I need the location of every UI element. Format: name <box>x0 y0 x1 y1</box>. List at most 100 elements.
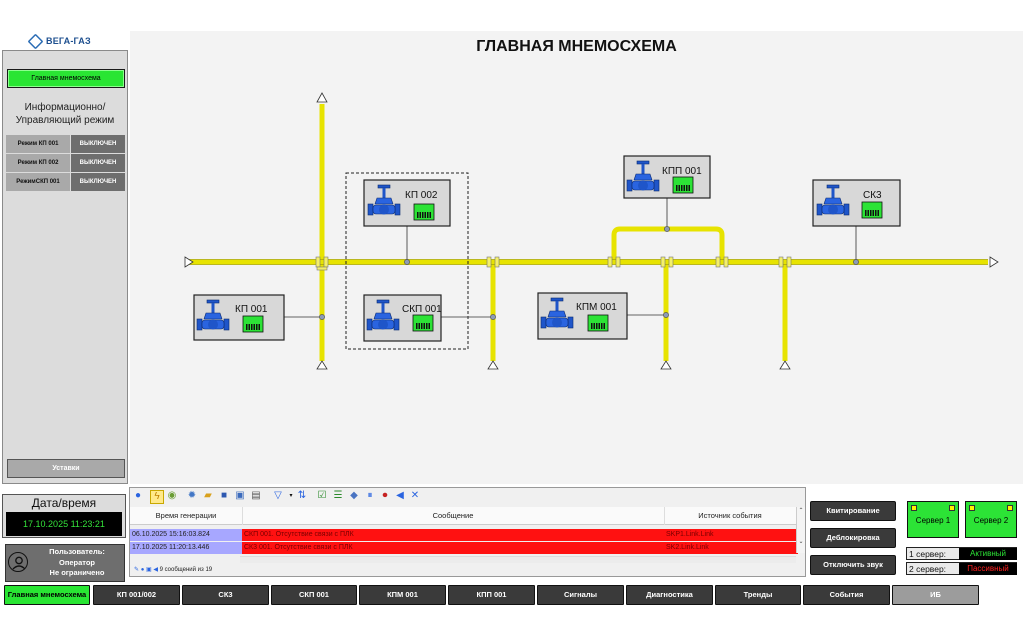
node-label-kp001: КП 001 <box>235 304 268 315</box>
lightning-icon[interactable]: ϟ <box>150 490 164 504</box>
mute-sound-icon[interactable]: ✕ <box>410 490 420 501</box>
user-role: Оператор <box>58 557 96 567</box>
sort-icon[interactable]: ⇅ <box>297 490 307 501</box>
nav-signals[interactable]: Сигналы <box>537 585 624 605</box>
event-time: 06.10.2025 15:16:03.824 <box>130 529 244 541</box>
nav-skp001[interactable]: СКП 001 <box>271 585 357 605</box>
user-info: Пользователь: Оператор Не ограничено <box>30 547 124 579</box>
nav-main-scheme[interactable]: Главная мнемосхема <box>4 585 90 605</box>
user-limit: Не ограничено <box>49 568 105 577</box>
record-icon[interactable]: ⏺ <box>382 490 388 501</box>
filter-icon[interactable]: ▽ <box>274 490 282 501</box>
gear-icon[interactable]: ✹ <box>187 490 197 501</box>
scroll-down-icon[interactable]: ⌄ <box>798 539 804 545</box>
user-icon <box>8 552 28 572</box>
datetime-value: 17.10.2025 11:23:21 <box>6 512 122 536</box>
company-logo: ВЕГА-ГАЗ <box>27 33 98 50</box>
nav-sk3[interactable]: СК3 <box>182 585 269 605</box>
nav-diagnostics[interactable]: Диагностика <box>626 585 713 605</box>
events-toolbar: ● ϟ ◉ ✹ ▰ ■ ▣ ▤ ▽ ▾ ⇅ ☑ ☰ ◆ ⏸ ⏺ ◀ ✕ <box>130 488 805 506</box>
checklist-icon[interactable]: ☰ <box>333 490 343 501</box>
table-row[interactable]: 17.10.2025 11:20:13.446 СК3 001. Отсутст… <box>130 542 798 554</box>
datetime-label: Дата/время <box>31 496 97 510</box>
settings-button[interactable]: Уставки <box>7 459 125 478</box>
nav-ib[interactable]: ИБ <box>892 585 979 605</box>
events-scrollbar[interactable]: ⌃⌄ <box>796 507 805 553</box>
nav-trends[interactable]: Тренды <box>715 585 801 605</box>
event-message: СКП 001. Отсутствие связи с ПЛК <box>242 529 666 541</box>
print-icon[interactable]: ▤ <box>251 490 261 501</box>
column-message[interactable]: Сообщение <box>242 507 665 525</box>
mute-button[interactable]: Отключить звук <box>810 555 896 575</box>
server-2-row: 2 сервер: Пассивный <box>906 562 1017 575</box>
checkbox-icon[interactable]: ☑ <box>317 490 327 501</box>
node-label-sk3: СК3 <box>863 190 882 201</box>
mode-state[interactable]: ВЫКЛЮЧЕН <box>71 173 125 191</box>
server-2-status[interactable]: Сервер 2 <box>965 501 1017 538</box>
mode-state[interactable]: ВЫКЛЮЧЕН <box>71 154 125 172</box>
server-1-status[interactable]: Сервер 1 <box>907 501 959 538</box>
server-1-state: Активный <box>959 548 1017 560</box>
page-title: ГЛАВНАЯ МНЕМОСХЕМА <box>476 38 677 55</box>
eraser-icon[interactable]: ◆ <box>350 490 358 501</box>
scroll-up-icon[interactable]: ⌃ <box>798 508 804 514</box>
nav-kp001-002[interactable]: КП 001/002 <box>93 585 180 605</box>
status-icons: ✎ ● ▣ ◀ <box>134 567 160 573</box>
events-status: ✎ ● ▣ ◀ 9 сообщений из 19 <box>130 565 530 576</box>
server-2-label: Сервер 2 <box>973 516 1009 525</box>
column-source[interactable]: Источник события <box>664 507 797 525</box>
node-kpm001[interactable]: КПМ 001 <box>537 292 628 340</box>
main-scheme-button[interactable]: Главная мнемосхема <box>7 69 125 88</box>
node-skp001[interactable]: СКП 001 <box>363 294 442 342</box>
mode-row-skp001[interactable]: РежимСКП 001 ВЫКЛЮЧЕН <box>6 173 125 191</box>
event-time: 17.10.2025 11:20:13.446 <box>130 542 244 554</box>
mode-title-line-2: Управляющий режим <box>15 115 115 126</box>
column-time[interactable]: Время генерации <box>130 507 243 525</box>
pause-icon[interactable]: ⏸ <box>367 490 373 501</box>
server-1-caption: 1 сервер: <box>909 549 947 559</box>
save-icon[interactable]: ■ <box>220 490 228 501</box>
node-label-kpm001: КПМ 001 <box>576 302 617 313</box>
unblock-button[interactable]: Деблокировка <box>810 528 896 548</box>
server-2-caption: 2 сервер: <box>909 564 947 574</box>
mode-state[interactable]: ВЫКЛЮЧЕН <box>71 135 125 153</box>
events-table-header: Время генерации Сообщение Источник событ… <box>130 507 797 525</box>
indicator-icon <box>911 505 917 511</box>
event-source: SK2.Link.Link <box>664 542 798 554</box>
sidebar: Главная мнемосхема Информационно/ Управл… <box>2 50 128 484</box>
nav-kpp001[interactable]: КПП 001 <box>448 585 535 605</box>
database-icon[interactable]: ◉ <box>167 490 177 501</box>
nav-kpm001[interactable]: КПМ 001 <box>359 585 446 605</box>
pipeline-scheme: КП 002 КПП 001 СК3 КП 001 СКП 001 <box>184 92 999 370</box>
node-sk3[interactable]: СК3 <box>812 179 901 227</box>
events-horizontal-scrollbar[interactable] <box>240 556 796 563</box>
event-source: SKP1.Link.Link <box>664 529 798 541</box>
sound-icon[interactable]: ◀ <box>396 490 404 501</box>
node-kp002[interactable]: КП 002 <box>363 179 451 227</box>
user-filter-icon[interactable]: ● <box>134 490 142 501</box>
event-message: СК3 001. Отсутствие связи с ПЛК <box>242 542 666 554</box>
export-icon[interactable]: ▣ <box>235 490 245 501</box>
node-label-skp001: СКП 001 <box>402 304 442 315</box>
mode-row-kp002[interactable]: Режим КП 002 ВЫКЛЮЧЕН <box>6 154 125 172</box>
acknowledge-button[interactable]: Квитирование <box>810 501 896 521</box>
node-kpp001[interactable]: КПП 001 <box>623 155 711 199</box>
node-kp001[interactable]: КП 001 <box>193 294 285 341</box>
scheme-canvas <box>130 31 1023 484</box>
table-row[interactable]: 06.10.2025 15:16:03.824 СКП 001. Отсутст… <box>130 529 798 541</box>
server-1-label: Сервер 1 <box>915 516 951 525</box>
mode-row-kp001[interactable]: Режим КП 001 ВЫКЛЮЧЕН <box>6 135 125 153</box>
chevron-down-icon[interactable]: ▾ <box>289 493 293 499</box>
mode-title-line-1: Информационно/ <box>24 102 106 113</box>
nav-events[interactable]: События <box>803 585 890 605</box>
mode-label: РежимСКП 001 <box>6 173 70 191</box>
folder-icon[interactable]: ▰ <box>204 490 212 501</box>
mode-label: Режим КП 001 <box>6 135 70 153</box>
node-label-kpp001: КПП 001 <box>662 166 702 177</box>
indicator-icon <box>969 505 975 511</box>
events-count: 9 сообщений из 19 <box>159 567 213 573</box>
mode-title: Информационно/ Управляющий режим <box>5 101 125 127</box>
indicator-icon <box>949 505 955 511</box>
server-1-row: 1 сервер: Активный <box>906 547 1017 560</box>
node-label-kp002: КП 002 <box>405 190 438 201</box>
